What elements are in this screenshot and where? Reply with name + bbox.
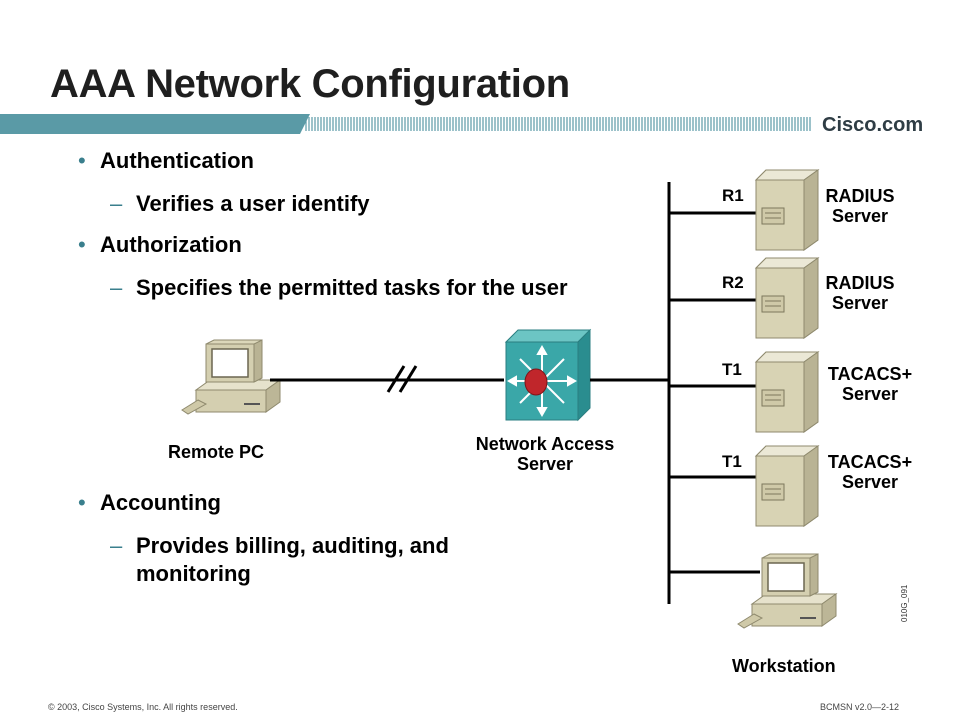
bullet-label: Authorization (100, 232, 242, 257)
server-label-radius-1: RADIUS Server (812, 186, 908, 226)
bullet-dot: • (78, 232, 86, 257)
server-label-line1: TACACS+ (827, 364, 913, 384)
tacacs-server-icon (755, 351, 819, 433)
bullet-dot: • (78, 148, 86, 173)
radius-server-icon (755, 257, 819, 339)
bullet-dot: • (78, 490, 86, 515)
sub-accounting: – Provides billing, auditing, and monito… (110, 532, 536, 588)
figure-code: 010G_091 (900, 584, 909, 622)
footer-copyright: © 2003, Cisco Systems, Inc. All rights r… (48, 702, 238, 712)
serial-break-icon (386, 365, 406, 393)
server-label-tacacs-2: TACACS+ Server (812, 452, 928, 492)
link-label-r1: R1 (722, 186, 744, 205)
sub-dash: – (110, 533, 123, 558)
bullet-authorization: • Authorization (78, 232, 242, 258)
server-label-radius-2: RADIUS Server (812, 273, 908, 313)
network-access-server-icon (504, 328, 592, 422)
sub-authorization: – Specifies the permitted tasks for the … (110, 274, 606, 302)
remote-pc-icon (181, 339, 281, 415)
bullet-accounting: • Accounting (78, 490, 221, 516)
server-label-line1: TACACS+ (827, 452, 913, 472)
nas-label: Network Access Server (462, 434, 628, 474)
workstation-icon (737, 553, 837, 629)
sub-dash: – (110, 275, 123, 300)
sub-label: Verifies a user identify (136, 191, 370, 216)
nas-label-line2: Server (516, 454, 574, 474)
sub-label: Specifies the permitted tasks for the us… (136, 275, 568, 300)
server-label-line2: Server (831, 293, 889, 313)
workstation-label: Workstation (732, 656, 836, 676)
link-label-r2: R2 (722, 273, 744, 292)
bullet-label: Accounting (100, 490, 221, 515)
bullet-authentication: • Authentication (78, 148, 254, 174)
sub-label: Provides billing, auditing, and monitori… (136, 533, 449, 586)
link-label-t1: T1 (722, 452, 742, 471)
tacacs-server-icon (755, 445, 819, 527)
server-label-line1: RADIUS (825, 186, 895, 206)
sub-dash: – (110, 191, 123, 216)
header-banner (0, 112, 960, 136)
slide-title: AAA Network Configuration (50, 62, 570, 106)
bullet-label: Authentication (100, 148, 254, 173)
cisco-brand[interactable]: Cisco.com (822, 114, 924, 136)
nas-label-line1: Network Access (475, 434, 615, 454)
radius-server-icon (755, 169, 819, 251)
footer-course: BCMSN v2.0—2-12 (820, 702, 900, 712)
link-label-t1: T1 (722, 360, 742, 379)
server-label-tacacs-1: TACACS+ Server (812, 364, 928, 404)
server-label-line1: RADIUS (825, 273, 895, 293)
server-label-line2: Server (831, 206, 889, 226)
sub-authentication: – Verifies a user identify (110, 190, 576, 218)
remote-pc-label: Remote PC (168, 442, 265, 462)
server-label-line2: Server (841, 472, 899, 492)
server-label-line2: Server (841, 384, 899, 404)
